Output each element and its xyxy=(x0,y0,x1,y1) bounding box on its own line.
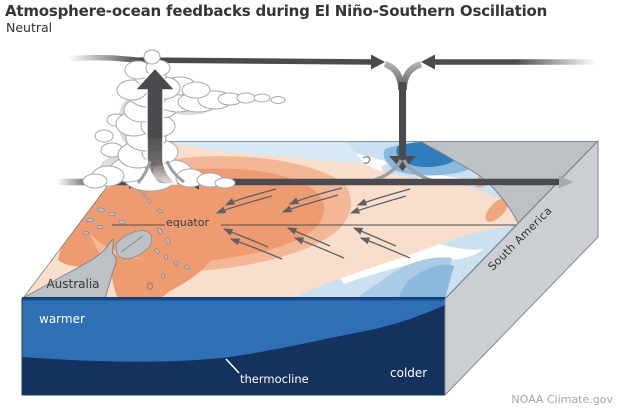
side-face-south-america xyxy=(444,139,599,397)
phase-subtitle: Neutral xyxy=(6,20,53,35)
thermocline-pointer-line xyxy=(225,358,240,374)
ocean-cross-section xyxy=(21,297,446,396)
warmer-water-label: warmer xyxy=(39,312,85,326)
cold-deep-ocean-layer xyxy=(22,305,445,395)
australia-label: Australia xyxy=(46,277,100,291)
convective-updraft-arrow xyxy=(133,66,185,185)
equator-label: equator xyxy=(165,216,209,229)
upper-easterly-flow-arrow xyxy=(421,54,596,70)
colder-water-label: colder xyxy=(390,366,428,380)
surface-current-arrows xyxy=(215,187,411,260)
small-island-icon xyxy=(362,156,371,164)
andes-flow-chevron xyxy=(559,175,573,189)
upper-westerly-flow-arrow xyxy=(67,54,385,70)
thermocline-label: thermocline xyxy=(240,372,309,386)
source-credit: NOAA Climate.gov xyxy=(511,393,613,406)
australia-landmass xyxy=(22,237,117,299)
page-title: Atmosphere-ocean feedbacks during El Niñ… xyxy=(5,2,548,20)
